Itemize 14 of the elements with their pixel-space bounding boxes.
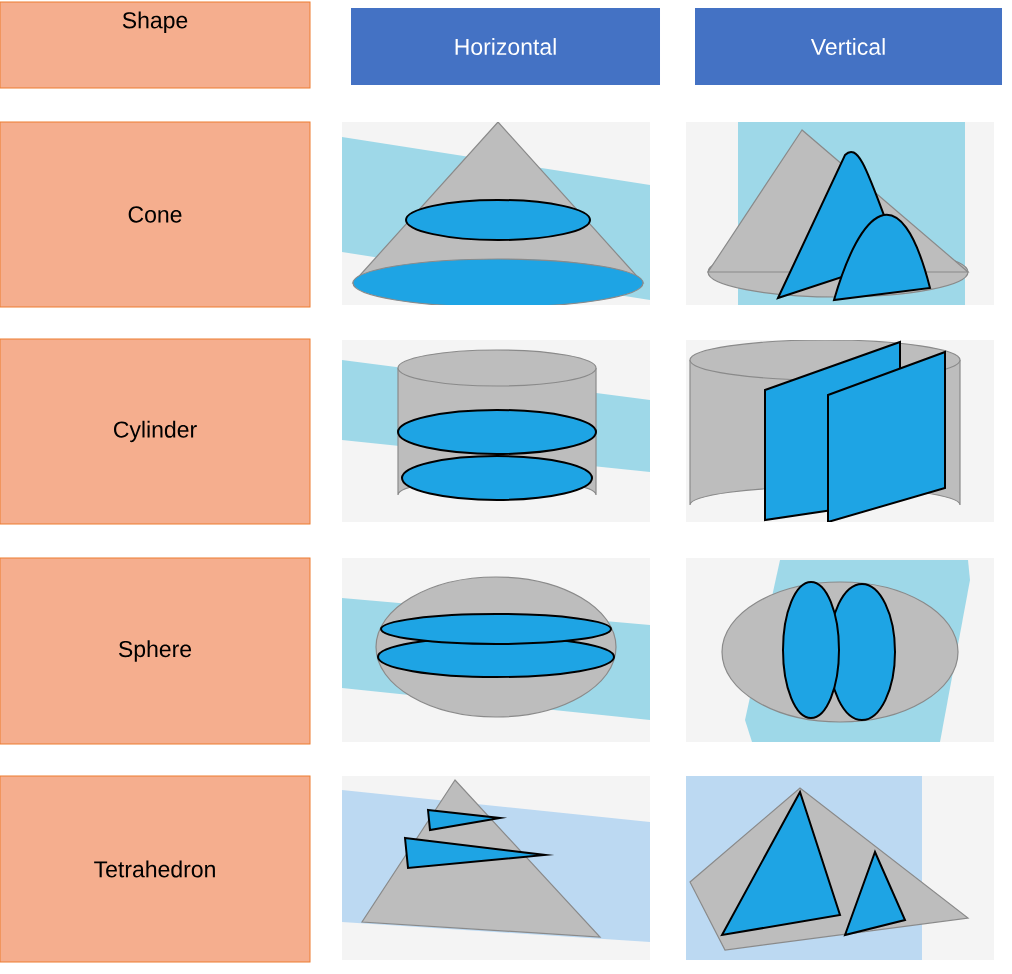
header-label: Cylinder <box>114 420 197 443</box>
row-header-box <box>0 557 311 745</box>
header-label: Vertical <box>810 38 885 55</box>
header-label: Horizontal <box>455 38 556 55</box>
header-label: Tetrahedron <box>94 860 215 878</box>
row-header-box <box>0 775 311 963</box>
row-header-box <box>0 121 311 308</box>
row-header-box <box>0 338 311 525</box>
header-label: Shape <box>122 11 188 33</box>
column-header-box <box>351 8 660 85</box>
column-header-box <box>695 8 1002 85</box>
row-header-box <box>0 1 311 89</box>
header-label: Sphere <box>118 640 192 662</box>
header-label: Cone <box>128 206 182 223</box>
